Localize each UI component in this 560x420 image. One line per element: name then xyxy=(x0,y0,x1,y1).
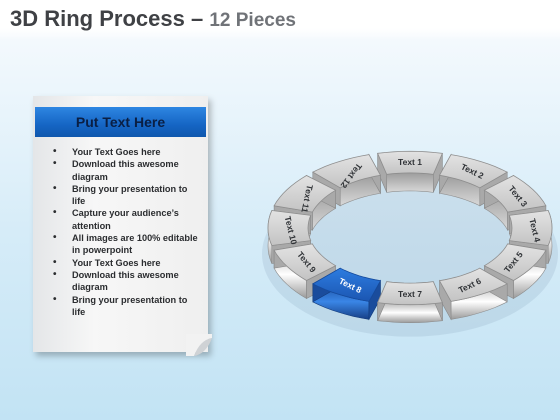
segment-top-face xyxy=(273,175,337,213)
segment-top-face xyxy=(267,210,312,246)
title-main: 3D Ring Process xyxy=(10,6,185,31)
title-subtitle: 12 Pieces xyxy=(209,10,296,31)
segment-label: Text 1 xyxy=(398,157,422,167)
ring-segment-7: Text 7 xyxy=(377,281,443,324)
segment-outer-wall xyxy=(377,302,443,324)
ring-segment-6: Text 6 xyxy=(438,267,509,321)
ring-segment-5: Text 5 xyxy=(483,243,547,300)
segment-top-face xyxy=(377,150,443,175)
note-bullet: Download this awesome diagram xyxy=(53,158,203,183)
page-curl-icon xyxy=(186,334,212,356)
note-heading: Put Text Here xyxy=(35,107,206,137)
segment-top-face xyxy=(273,243,337,281)
note-bullet: Bring your presentation to life xyxy=(53,294,203,319)
note-bullet: Capture your audience’s attention xyxy=(53,207,203,232)
ring-segment-9: Text 9 xyxy=(273,243,337,300)
note-bullet: Your Text Goes here xyxy=(53,257,203,270)
segment-top-face xyxy=(377,281,443,306)
segment-top-face xyxy=(483,175,547,213)
title-separator: – xyxy=(190,6,204,31)
ring-segment-1: Text 1 xyxy=(377,150,443,193)
segment-inner-wall xyxy=(386,172,434,193)
segment-top-face xyxy=(508,210,553,246)
title-band xyxy=(0,0,560,40)
segment-label: Text 7 xyxy=(398,289,422,299)
segment-top-face xyxy=(311,154,382,189)
note-bullet: Bring your presentation to life xyxy=(53,183,203,208)
note-bullet-list: Your Text Goes here Download this awesom… xyxy=(53,146,203,318)
note-bullet: All images are 100% editable in powerpoi… xyxy=(53,232,203,257)
text-note-card: Put Text Here Your Text Goes here Downlo… xyxy=(33,96,212,356)
segment-top-face xyxy=(438,154,509,189)
segment-top-face xyxy=(438,267,509,302)
page-title: 3D Ring Process – 12 Pieces xyxy=(10,6,296,32)
note-bullet: Download this awesome diagram xyxy=(53,269,203,294)
segment-top-face xyxy=(311,267,382,302)
note-bullet: Your Text Goes here xyxy=(53,146,203,159)
segment-top-face xyxy=(483,243,547,281)
ring-segment-8: Text 8 xyxy=(311,267,382,321)
